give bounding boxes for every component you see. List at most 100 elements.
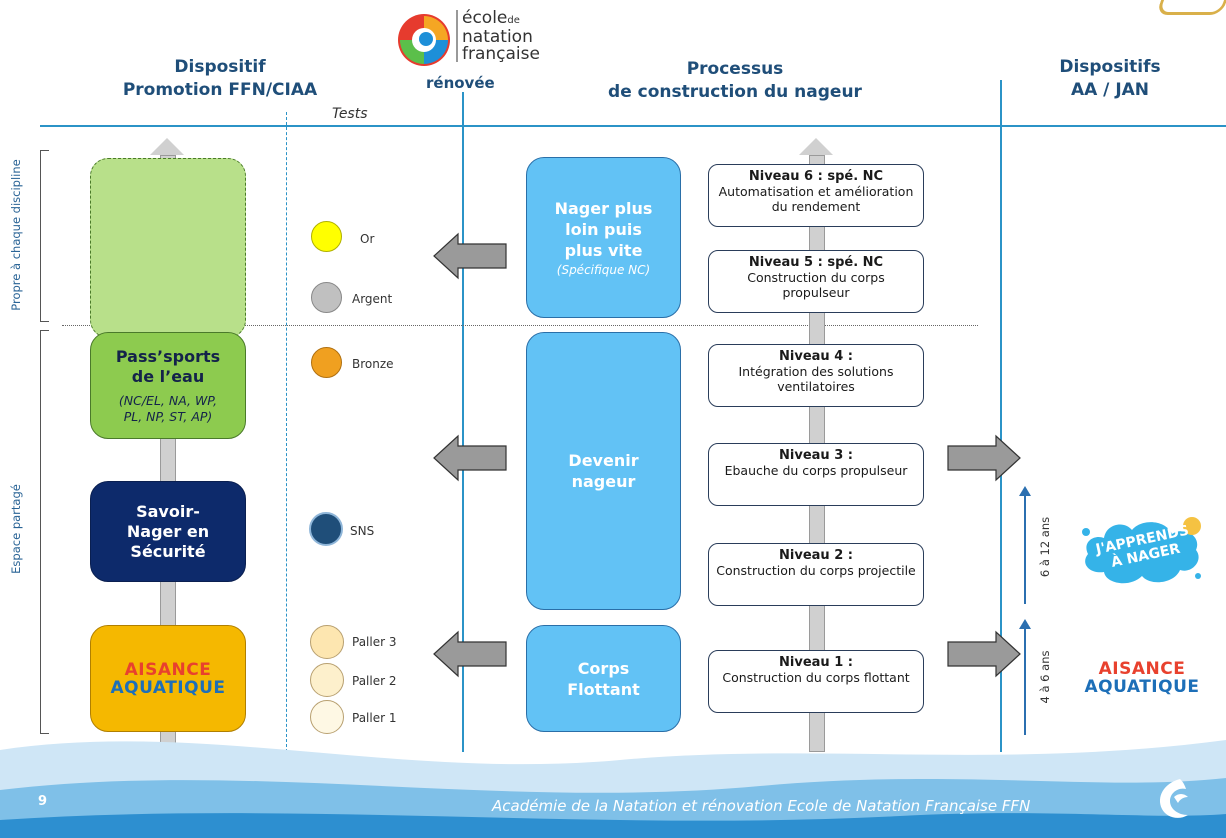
side-label-bottom: Espace partagé [9,484,23,574]
logo-divider [456,10,458,62]
arrow-left-middle [433,434,507,482]
palier-2-label: Paller 2 [352,674,397,688]
divider-tests [286,112,287,752]
sns-line2: Nager en [126,521,210,541]
level-6: Niveau 6 : spé. NC Automatisation et amé… [708,164,924,227]
aisance-box-line2: AQUATIQUE [110,677,226,698]
aisance-right-line1: AISANCE [1098,659,1186,679]
level-1-desc: Construction du corps flottant [722,670,910,685]
level-1-title: Niveau 1 : [779,655,853,670]
page-number: 9 [38,794,48,809]
stage-corps-line2: Flottant [567,679,640,699]
logo-line3: française [462,44,540,64]
aisance-box: AISANCE AQUATIQUE [90,625,246,732]
savoir-nager-box: Savoir- Nager en Sécurité [90,481,246,582]
enf-logo-swirl-icon [398,14,450,66]
age-arrow-6-12 [1024,494,1026,604]
bracket-top [40,150,49,322]
header-left-line2: Promotion FFN/CIAA [122,80,318,100]
aisance-logo-right: AISANCE AQUATIQUE [1082,660,1202,696]
palier-3-label: Paller 3 [352,635,397,649]
palier-2-badge [310,663,344,697]
pass-title-2: de l’eau [131,366,205,386]
level-4-title: Niveau 4 : [779,349,853,364]
arrow-left-bottom [433,630,507,678]
header-left-line1: Dispositif [174,57,266,77]
arrow-left-top [433,232,507,280]
ffn-wave-logo-icon [1160,779,1188,818]
logo-renovee: rénovée [426,74,495,92]
medal-argent [311,282,342,313]
palier-1-badge [310,700,344,734]
aisance-box-line1: AISANCE [124,659,212,680]
zone-divider [62,325,978,326]
stage-nager-line1: Nager plus [554,199,653,218]
footer-wave [0,740,1226,838]
header-right-line1: Dispositifs [1059,57,1161,77]
palier-3-badge [310,625,344,659]
aisance-right-line2: AQUATIQUE [1084,677,1200,697]
divider-center-right [1000,80,1002,752]
sns-line3: Sécurité [130,541,206,561]
level-5-title: Niveau 5 : spé. NC [748,255,884,270]
level-3-title: Niveau 3 : [779,448,853,463]
medal-argent-label: Argent [352,292,393,306]
medal-or [311,221,342,252]
corner-badge [1155,0,1226,15]
level-4: Niveau 4 : Intégration des solutions ven… [708,344,924,407]
left-progress-arrow-head [150,138,184,155]
stage-corps-line1: Corps [577,658,630,678]
header-center-line1: Processus [686,59,784,79]
sns-badge-label: SNS [350,524,375,538]
medal-bronze-label: Bronze [352,357,394,371]
level-2-title: Niveau 2 : [779,548,853,563]
age-arrow-6-12-head [1019,486,1031,496]
level-2-desc: Construction du corps projectile [716,563,916,578]
pass-title-1: Pass’sports [115,346,221,366]
logo-line1: école [462,8,508,28]
header-rule [40,125,1226,127]
palier-1-label: Paller 1 [352,711,397,725]
arrow-right-middle [947,434,1021,482]
sns-badge-icon [309,512,343,546]
level-2: Niveau 2 : Construction du corps project… [708,543,924,606]
tests-label: Tests [332,106,368,122]
medal-or-label: Or [360,232,375,246]
header-left: Dispositif Promotion FFN/CIAA [60,56,380,102]
level-1: Niveau 1 : Construction du corps flottan… [708,650,924,713]
level-5-desc: Construction du corps propulseur [747,270,885,300]
top-title-strip [0,0,1226,6]
bracket-bottom [40,330,49,734]
stage-devenir-line1: Devenir [568,451,639,470]
age-label-6-12: 6 à 12 ans [1038,516,1052,578]
header-center-line2: de construction du nageur [608,82,862,102]
age-label-4-6: 4 à 6 ans [1038,650,1052,704]
logo-de: de [507,15,520,26]
pass-sports-box: Pass’sports de l’eau (NC/EL, NA, WP, PL,… [90,332,246,439]
age-arrow-4-6-head [1019,619,1031,629]
specific-discipline-box [90,158,246,338]
medal-bronze [311,347,342,378]
stage-devenir-nageur: Devenir nageur [526,332,681,610]
stage-nager-line3: plus vite [564,241,643,260]
stage-devenir-line2: nageur [571,472,636,491]
water-splash-icon [1082,517,1201,584]
level-3: Niveau 3 : Ebauche du corps propulseur [708,443,924,506]
arrow-right-bottom [947,630,1021,678]
stage-nager-plus-loin: Nager plus loin puis plus vite (Spécifiq… [526,157,681,318]
level-6-desc: Automatisation et amélioration du rendem… [718,184,914,214]
center-progress-arrow-head [799,138,833,155]
stage-nager-line2: loin puis [565,220,642,239]
side-label-top: Propre à chaque discipline [9,159,23,311]
level-3-desc: Ebauche du corps propulseur [724,463,908,478]
stage-nager-sub: (Spécifique NC) [556,263,651,277]
level-6-title: Niveau 6 : spé. NC [748,169,884,184]
header-center: Processus de construction du nageur [575,58,895,104]
header-right-line2: AA / JAN [1070,80,1150,100]
age-arrow-4-6 [1024,627,1026,735]
stage-corps-flottant: Corps Flottant [526,625,681,732]
pass-subtitle: (NC/EL, NA, WP, PL, NP, ST, AP) [118,392,218,424]
logo-line2: natation [462,27,533,47]
level-5: Niveau 5 : spé. NC Construction du corps… [708,250,924,313]
sns-line1: Savoir- [136,501,200,521]
